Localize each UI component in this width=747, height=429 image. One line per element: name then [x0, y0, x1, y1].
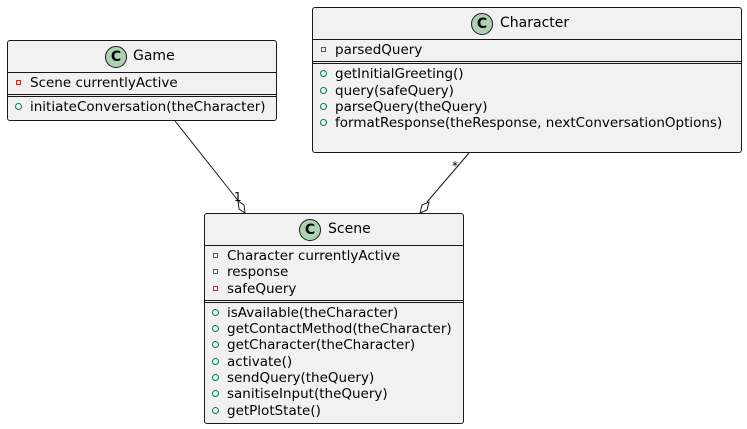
game-scene-aggregation-diamond [237, 199, 246, 215]
method: getInitialGreeting() [313, 66, 741, 82]
public-marker-icon [212, 357, 219, 365]
class-character-methods: getInitialGreeting() query(safeQuery) pa… [313, 64, 741, 135]
game-scene-multiplicity: 1 [234, 190, 242, 204]
attribute: parsedQuery [313, 42, 741, 58]
character-scene-multiplicity: * [452, 159, 458, 173]
attribute: Scene currentlyActive [8, 75, 276, 91]
method: formatResponse(theResponse, nextConversa… [313, 115, 741, 131]
public-marker-icon [320, 119, 327, 127]
class-game-name: Game [133, 48, 175, 64]
public-marker-icon [320, 86, 327, 94]
class-stereotype-icon: C [299, 219, 321, 241]
class-character-attributes: parsedQuery [313, 40, 741, 62]
method: getCharacter(theCharacter) [205, 337, 463, 353]
public-marker-icon [212, 341, 219, 349]
character-scene-aggregation-diamond [419, 201, 430, 214]
class-scene-attributes: Character currentlyActive response safeQ… [205, 246, 463, 301]
game-scene-association [174, 120, 241, 204]
class-game-attributes: Scene currentlyActive [8, 73, 276, 95]
class-scene-header: C Scene [205, 214, 463, 245]
method: activate() [205, 354, 463, 370]
public-marker-icon [212, 308, 219, 316]
attribute: Character currentlyActive [205, 248, 463, 264]
method: sanitiseInput(theQuery) [205, 386, 463, 402]
public-marker-icon [320, 102, 327, 110]
attribute: safeQuery [205, 281, 463, 297]
attribute: response [205, 264, 463, 280]
class-game-methods: initiateConversation(theCharacter) [8, 97, 276, 119]
public-marker-icon [212, 374, 219, 382]
class-scene[interactable]: C Scene Character currentlyActive respon… [204, 213, 464, 424]
method: getPlotState() [205, 403, 463, 419]
public-marker-icon [15, 103, 22, 111]
class-game[interactable]: C Game Scene currentlyActive initiateCon… [7, 40, 277, 121]
private-marker-icon [213, 285, 218, 291]
private-marker-icon [213, 253, 218, 258]
public-marker-icon [212, 390, 219, 398]
method: query(safeQuery) [313, 83, 741, 99]
private-marker-icon [213, 269, 218, 275]
class-scene-name: Scene [328, 221, 371, 237]
private-marker-icon [16, 80, 21, 85]
class-scene-methods: isAvailable(theCharacter) getContactMeth… [205, 303, 463, 423]
class-stereotype-icon: C [471, 13, 493, 35]
method: sendQuery(theQuery) [205, 370, 463, 386]
class-character-header: C Character [313, 8, 741, 39]
method: getContactMethod(theCharacter) [205, 321, 463, 337]
public-marker-icon [212, 406, 219, 414]
private-marker-icon [321, 47, 326, 52]
method: initiateConversation(theCharacter) [8, 99, 276, 115]
class-character[interactable]: C Character parsedQuery getInitialGreeti… [312, 7, 742, 153]
public-marker-icon [320, 70, 327, 78]
character-scene-association [426, 152, 470, 203]
class-game-header: C Game [8, 41, 276, 72]
public-marker-icon [212, 325, 219, 333]
method: parseQuery(theQuery) [313, 99, 741, 115]
class-stereotype-icon: C [105, 46, 127, 68]
class-character-name: Character [500, 15, 570, 31]
method: isAvailable(theCharacter) [205, 305, 463, 321]
